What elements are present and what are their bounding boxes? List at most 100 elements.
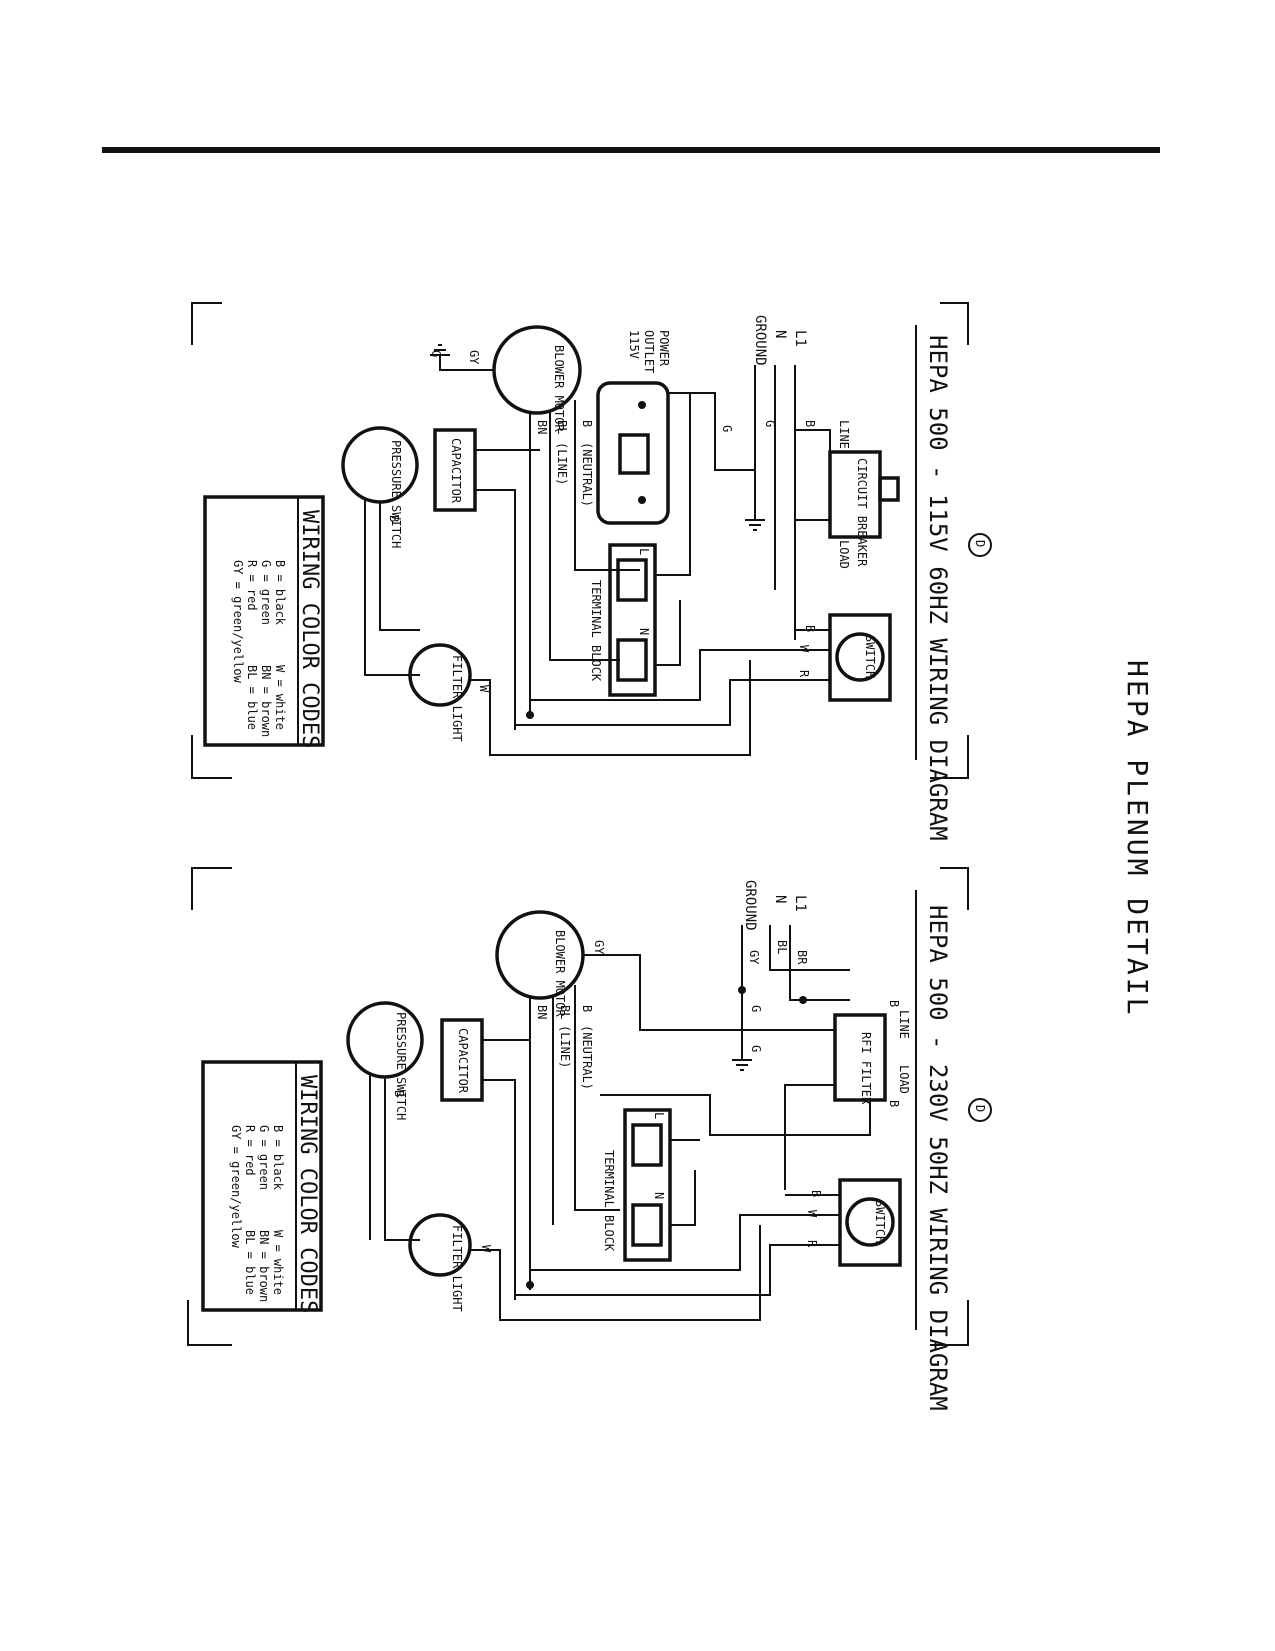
svg-text:G = green: G = green: [257, 1125, 271, 1190]
svg-text:B: B: [887, 1100, 901, 1107]
svg-text:B: B: [387, 515, 401, 522]
svg-text:GY = green/yellow: GY = green/yellow: [229, 1125, 243, 1249]
diagram-115v: HEPA 500 - 115V 60HZ WIRING DIAGRAM D L1…: [191, 302, 992, 841]
svg-text:L: L: [652, 1112, 666, 1119]
diagram-2-marker: [968, 1098, 992, 1122]
svg-text:L: L: [637, 548, 651, 555]
side-title: HEPA PLENUM DETAIL: [1121, 660, 1154, 1017]
svg-text:TERMINAL BLOCK: TERMINAL BLOCK: [602, 1150, 616, 1252]
svg-text:WIRING COLOR CODES: WIRING COLOR CODES: [295, 1075, 320, 1313]
svg-text:W: W: [797, 645, 811, 653]
svg-text:CAPACITOR: CAPACITOR: [456, 1028, 470, 1094]
svg-text:B: B: [392, 1090, 406, 1097]
svg-text:B: B: [803, 625, 817, 632]
svg-text:BLOWER MOTOR: BLOWER MOTOR: [553, 930, 567, 1017]
svg-text:R: R: [805, 1240, 819, 1248]
svg-text:W = white: W = white: [273, 665, 287, 730]
legend-1: WIRING COLOR CODES B = black G = green R…: [203, 495, 325, 748]
svg-text:BL: BL: [558, 1005, 572, 1019]
svg-text:B: B: [887, 1000, 901, 1007]
svg-text:GY: GY: [592, 940, 606, 955]
svg-text:B: B: [580, 1005, 594, 1012]
svg-text:GROUND: GROUND: [742, 880, 758, 931]
svg-text:N: N: [772, 895, 788, 903]
svg-text:BN: BN: [535, 1005, 549, 1019]
svg-text:R: R: [797, 670, 811, 678]
power-outlet-label-2: OUTLET: [642, 330, 656, 373]
switch-box: [828, 613, 892, 702]
svg-text:B: B: [580, 420, 594, 427]
svg-text:FILTER LIGHT: FILTER LIGHT: [450, 1225, 464, 1312]
capacitor-2: [440, 1018, 484, 1102]
svg-text:(NEUTRAL): (NEUTRAL): [580, 442, 594, 507]
svg-text:BN = brown: BN = brown: [259, 665, 273, 737]
svg-text:BN: BN: [535, 420, 549, 434]
filter-light-2: [408, 1213, 472, 1277]
svg-text:N: N: [637, 628, 651, 635]
svg-text:N: N: [652, 1192, 666, 1199]
svg-text:CAPACITOR: CAPACITOR: [449, 438, 463, 504]
diagram-230v: HEPA 500 - 230V 50HZ WIRING DIAGRAM D L1…: [187, 867, 992, 1411]
svg-text:SWITCH: SWITCH: [863, 635, 877, 678]
svg-text:FILTER LIGHT: FILTER LIGHT: [450, 655, 464, 742]
svg-text:LINE: LINE: [897, 1010, 911, 1039]
svg-text:B: B: [803, 420, 817, 427]
diagram-2-title: HEPA 500 - 230V 50HZ WIRING DIAGRAM: [924, 905, 952, 1411]
svg-text:BL = blue: BL = blue: [243, 1230, 257, 1295]
input-ground: GROUND: [752, 315, 768, 366]
svg-text:GY: GY: [747, 950, 761, 965]
svg-text:W: W: [477, 685, 491, 693]
svg-text:R = red: R = red: [245, 560, 259, 611]
rfi-filter: [833, 1013, 887, 1102]
svg-text:LINE: LINE: [837, 420, 851, 449]
svg-text:G: G: [763, 420, 777, 427]
pressure-switch-2: [346, 1001, 424, 1079]
svg-text:GY: GY: [467, 350, 481, 365]
svg-text:B = black: B = black: [271, 1125, 285, 1191]
terminal-block: [608, 543, 657, 697]
svg-text:BN = brown: BN = brown: [257, 1230, 271, 1302]
filter-light: [408, 643, 472, 707]
svg-text:CIRCUIT BREAKER: CIRCUIT BREAKER: [855, 458, 869, 567]
power-outlet: [596, 381, 670, 525]
svg-text:(LINE): (LINE): [558, 1025, 572, 1068]
svg-text:R = red: R = red: [243, 1125, 257, 1176]
svg-text:B: B: [809, 1190, 823, 1197]
capacitor: [433, 428, 477, 512]
svg-text:RFI FILTER: RFI FILTER: [859, 1032, 873, 1105]
blower-motor: [492, 325, 582, 415]
svg-text:GY = green/yellow: GY = green/yellow: [231, 560, 245, 684]
switch-box-2: [838, 1178, 902, 1267]
terminal-block-2: [623, 1108, 672, 1262]
svg-text:G: G: [429, 350, 443, 357]
svg-text:G: G: [720, 425, 734, 432]
svg-text:G: G: [749, 1005, 763, 1012]
svg-text:WIRING COLOR CODES: WIRING COLOR CODES: [297, 510, 322, 748]
input-l1: L1: [792, 330, 808, 347]
svg-text:PRESSURE SWITCH: PRESSURE SWITCH: [394, 1012, 408, 1120]
svg-text:BLOWER MOTOR: BLOWER MOTOR: [552, 345, 566, 432]
svg-text:(NEUTRAL): (NEUTRAL): [580, 1025, 594, 1090]
svg-text:D: D: [973, 1105, 987, 1112]
power-outlet-label-3: 115V: [627, 330, 641, 359]
svg-text:BL = blue: BL = blue: [245, 665, 259, 730]
svg-text:(LINE): (LINE): [555, 442, 569, 485]
svg-text:W: W: [479, 1245, 493, 1253]
svg-text:G = green: G = green: [259, 560, 273, 625]
svg-text:L1: L1: [792, 895, 808, 912]
svg-text:W = white: W = white: [271, 1230, 285, 1295]
svg-text:G: G: [749, 1045, 763, 1052]
svg-text:LOAD: LOAD: [897, 1065, 911, 1094]
svg-text:B = black: B = black: [273, 560, 287, 626]
svg-text:BR: BR: [795, 950, 809, 965]
diagram-1-marker-label: D: [973, 540, 987, 547]
svg-text:W: W: [805, 1210, 819, 1218]
diagram-1-title: HEPA 500 - 115V 60HZ WIRING DIAGRAM: [924, 335, 952, 841]
diagram-1-marker: [968, 533, 992, 557]
svg-text:SWITCH: SWITCH: [873, 1200, 887, 1243]
input-n: N: [772, 330, 788, 338]
pressure-switch: [341, 426, 419, 504]
power-outlet-label-1: POWER: [657, 330, 671, 367]
svg-text:LOAD: LOAD: [837, 540, 851, 569]
